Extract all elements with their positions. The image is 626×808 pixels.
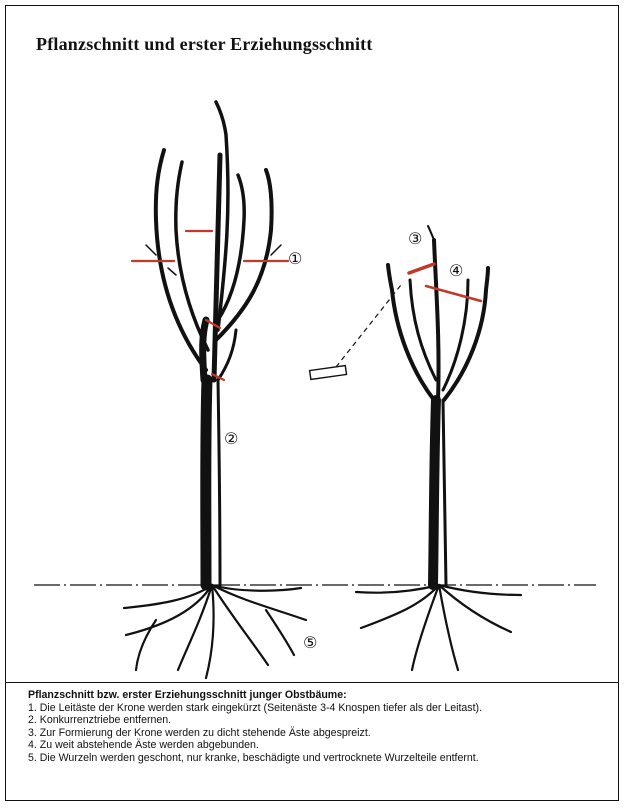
caption: Pflanzschnitt bzw. erster Erziehungsschn…: [28, 689, 613, 765]
caption-item: 4. Zu weit abstehende Äste werden abgebu…: [28, 739, 613, 752]
tie-band: [426, 286, 481, 301]
caption-item: 2. Konkurrenztriebe entfernen.: [28, 714, 613, 727]
marker-5: ⑤: [303, 633, 317, 652]
right-tree: [388, 226, 488, 585]
caption-item: 1. Die Leitäste der Krone werden stark e…: [28, 702, 613, 715]
right-roots: [356, 585, 521, 670]
spreader-stick: [409, 264, 434, 273]
caption-divider: [6, 682, 618, 683]
caption-heading: Pflanzschnitt bzw. erster Erziehungsschn…: [28, 689, 613, 702]
figure-title: Pflanzschnitt und erster Erziehungsschni…: [36, 34, 373, 55]
spreader-detail: [310, 285, 401, 379]
marker-4: ④: [449, 261, 463, 280]
tree-illustration: [6, 80, 618, 680]
left-tree: [146, 102, 281, 585]
marker-2: ②: [224, 429, 238, 448]
caption-item: 3. Zur Formierung der Krone werden zu di…: [28, 727, 613, 740]
right-tree-corrections: [409, 264, 481, 301]
marker-3: ③: [408, 229, 422, 248]
left-roots: [124, 585, 306, 678]
marker-1: ①: [288, 249, 302, 268]
caption-item: 5. Die Wurzeln werden geschont, nur kran…: [28, 752, 613, 765]
